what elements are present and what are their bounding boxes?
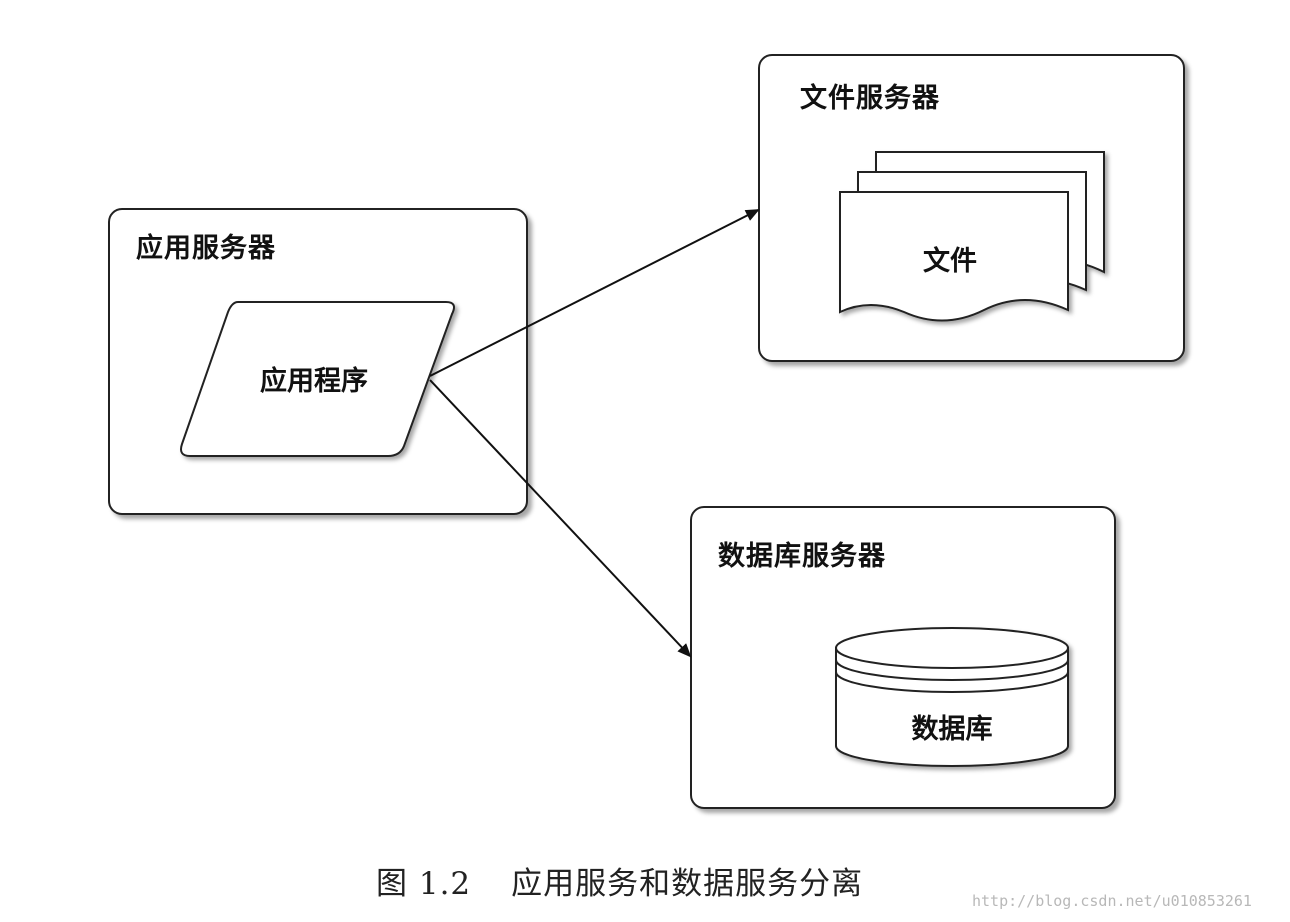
- file-server-title: 文件服务器: [800, 83, 940, 114]
- file-server-box: 文件服务器: [758, 54, 1185, 362]
- app-server-title: 应用服务器: [136, 233, 276, 264]
- figure-number: 图 1.2: [376, 866, 472, 902]
- figure-caption-text: 应用服务和数据服务分离: [511, 866, 864, 902]
- app-server-box: 应用服务器: [108, 208, 528, 515]
- db-server-box: 数据库服务器: [690, 506, 1116, 809]
- figure-caption: 图 1.2 应用服务和数据服务分离: [376, 858, 863, 903]
- db-server-title: 数据库服务器: [718, 541, 886, 572]
- watermark-url: http://blog.csdn.net/u010853261: [972, 892, 1252, 910]
